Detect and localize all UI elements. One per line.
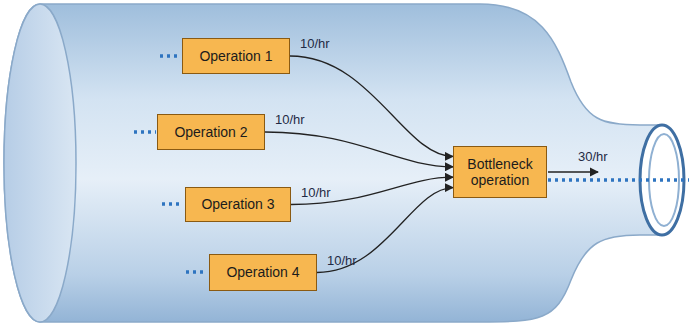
rate-label: 10/hr [327, 254, 357, 267]
box-label: Operation 4 [226, 264, 299, 280]
box-label: Operation 3 [201, 196, 274, 212]
process-box: Operation 1 [182, 38, 290, 74]
bottle-body [4, 4, 684, 322]
rate-label: 10/hr [301, 186, 331, 199]
flow-arrow [291, 177, 453, 204]
flow-arrow [265, 132, 453, 167]
box-label: Operation 1 [199, 48, 272, 64]
flow-arrow [317, 188, 453, 273]
process-box: Operation 4 [209, 254, 317, 291]
box-label: Operation 2 [174, 124, 247, 140]
process-box: Operation 3 [185, 187, 291, 222]
output-arrow [548, 171, 598, 172]
rate-label: 10/hr [300, 37, 330, 50]
rate-label: 30/hr [578, 150, 608, 163]
input-dots [134, 56, 689, 272]
flow-arrow [290, 56, 453, 156]
bottleneck-box: Bottleneck operation [453, 146, 547, 198]
box-label: Bottleneck operation [460, 156, 540, 188]
process-box: Operation 2 [157, 114, 265, 150]
bottle-base [4, 4, 76, 322]
rate-label: 10/hr [275, 113, 305, 126]
